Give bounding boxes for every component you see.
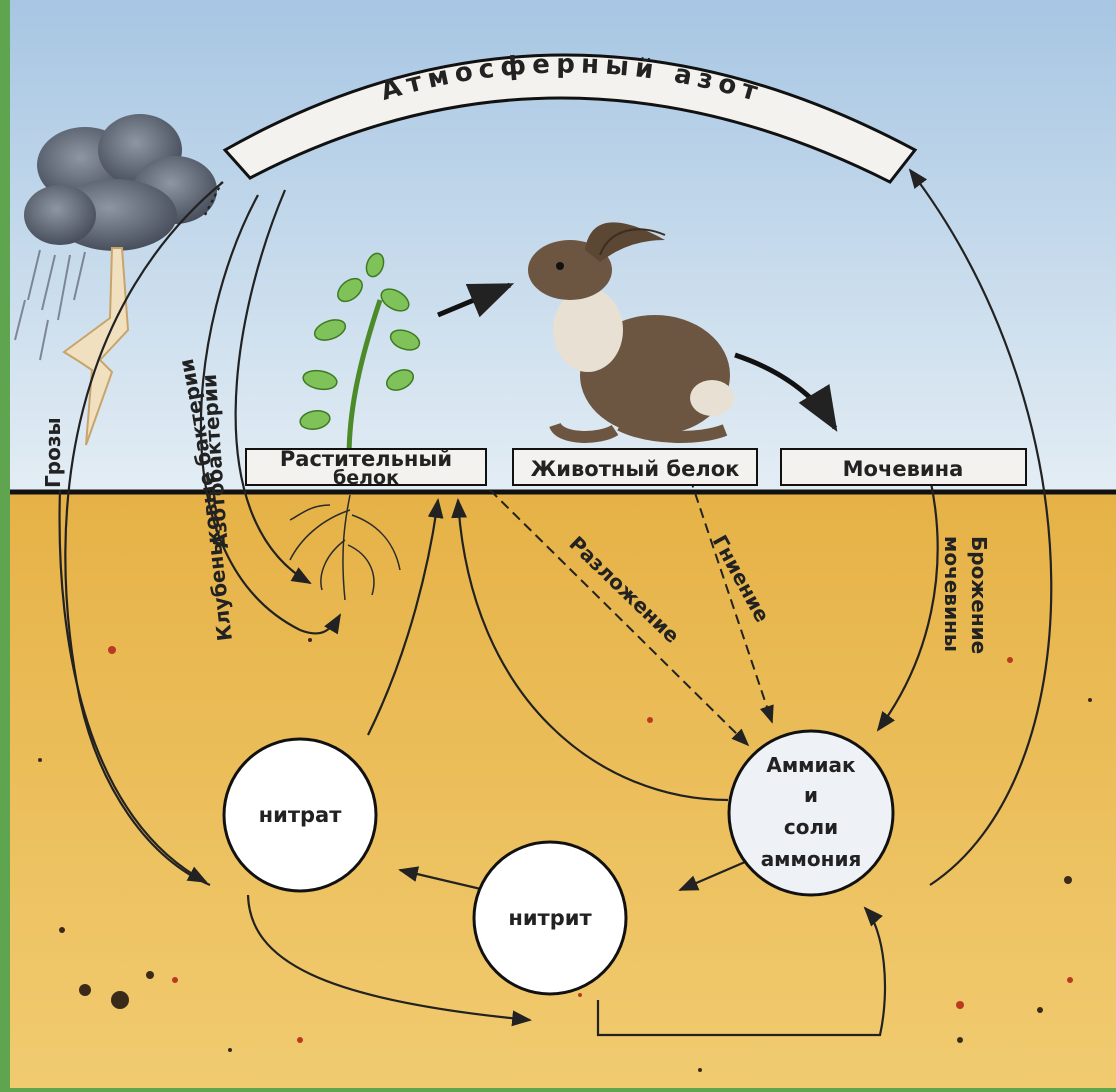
ammonia-label-line3: соли <box>784 815 838 839</box>
nitrite-node: нитрит <box>474 842 626 994</box>
ammonia-label-line4: аммония <box>761 847 862 871</box>
nitrite-label: нитрит <box>508 906 592 930</box>
ammonia-label-line2: и <box>804 783 818 807</box>
ammonia-label-line1: Аммиак <box>766 753 856 777</box>
plant-protein-box: Растительный белок <box>246 447 486 489</box>
nitrate-label: нитрат <box>259 803 343 827</box>
urea-fermentation-label-line2: мочевины <box>940 536 964 652</box>
urea-fermentation-label-line1: Брожение <box>967 536 991 654</box>
thunderstorms-label: Грозы <box>41 417 65 488</box>
animal-protein-box: Животный белок <box>513 449 757 485</box>
animal-protein-label: Животный белок <box>531 457 740 481</box>
nitrate-node: нитрат <box>224 739 376 891</box>
ammonia-node: Аммиак и соли аммония <box>729 731 893 895</box>
plant-protein-label-line2: белок <box>333 467 399 489</box>
urea-label: Мочевина <box>843 457 964 481</box>
urea-box: Мочевина <box>781 449 1026 485</box>
